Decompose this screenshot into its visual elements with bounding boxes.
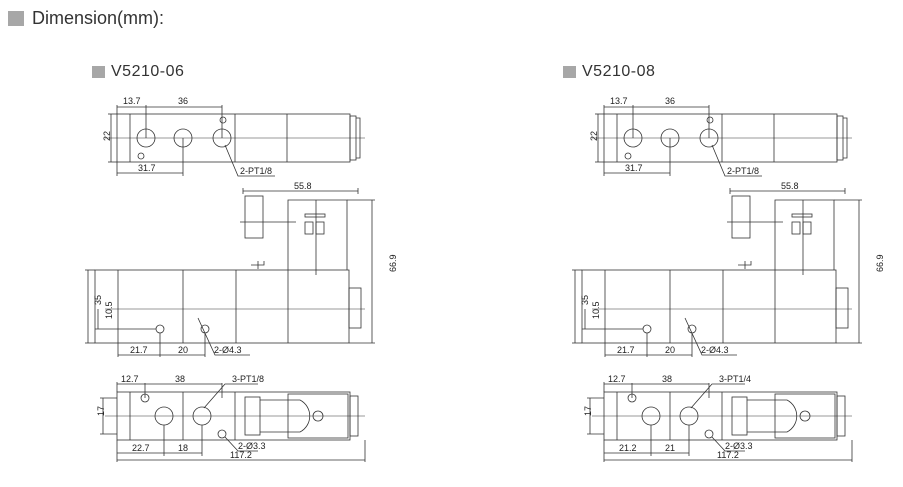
dim-label: 17 [583, 406, 593, 416]
hole-label: 2-Ø4.3 [701, 345, 729, 355]
dim-label: 35 [580, 295, 590, 305]
dim-label: 22 [102, 131, 112, 141]
section-header: Dimension(mm): [8, 8, 164, 29]
total-length-label: 117.2 [230, 450, 252, 460]
dim-label: 36 [178, 96, 188, 106]
dim-label: 21 [665, 443, 675, 453]
dim-label: 21.2 [619, 443, 637, 453]
dim-label: 18 [178, 443, 188, 453]
bullet-square-icon [8, 11, 24, 26]
dim-label: 22 [589, 131, 599, 141]
model-title-2: V5210-08 [563, 63, 655, 81]
port-label: 2-PT1/8 [240, 166, 272, 176]
section-title: Dimension(mm): [32, 8, 165, 28]
bullet-square-icon [563, 66, 576, 78]
bullet-square-icon [92, 66, 105, 78]
dim-label: 22.7 [132, 443, 150, 453]
dim-label: 12.7 [608, 374, 626, 384]
dim-label: 36 [665, 96, 675, 106]
port-label: 3-PT1/8 [232, 374, 264, 384]
dim-label: 31.7 [138, 163, 156, 173]
dim-label: 35 [93, 295, 103, 305]
drawing-model-1 [84, 104, 376, 463]
dim-label: 38 [662, 374, 672, 384]
hole-label: 2-Ø3.3 [238, 441, 266, 451]
dim-label: 66.9 [875, 254, 885, 272]
dim-label: 10.5 [591, 301, 601, 319]
model-title-1: V5210-06 [92, 63, 184, 81]
dim-label: 20 [665, 345, 675, 355]
port-label: 3-PT1/4 [719, 374, 751, 384]
dim-label: 17 [96, 406, 106, 416]
port-label: 2-PT1/8 [727, 166, 759, 176]
dim-label: 31.7 [625, 163, 643, 173]
dim-label: 38 [175, 374, 185, 384]
dim-label: 13.7 [123, 96, 141, 106]
drawing-model-2 [571, 104, 863, 463]
total-length-label: 117.2 [717, 450, 739, 460]
dim-label: 13.7 [610, 96, 628, 106]
dim-label: 12.7 [121, 374, 139, 384]
dim-label: 66.9 [388, 254, 398, 272]
dim-label: 21.7 [130, 345, 148, 355]
dim-label: 20 [178, 345, 188, 355]
dim-label: 55.8 [294, 181, 312, 191]
dim-label: 10.5 [104, 301, 114, 319]
hole-label: 2-Ø3.3 [725, 441, 753, 451]
dim-label: 55.8 [781, 181, 799, 191]
hole-label: 2-Ø4.3 [214, 345, 242, 355]
dim-label: 21.7 [617, 345, 635, 355]
